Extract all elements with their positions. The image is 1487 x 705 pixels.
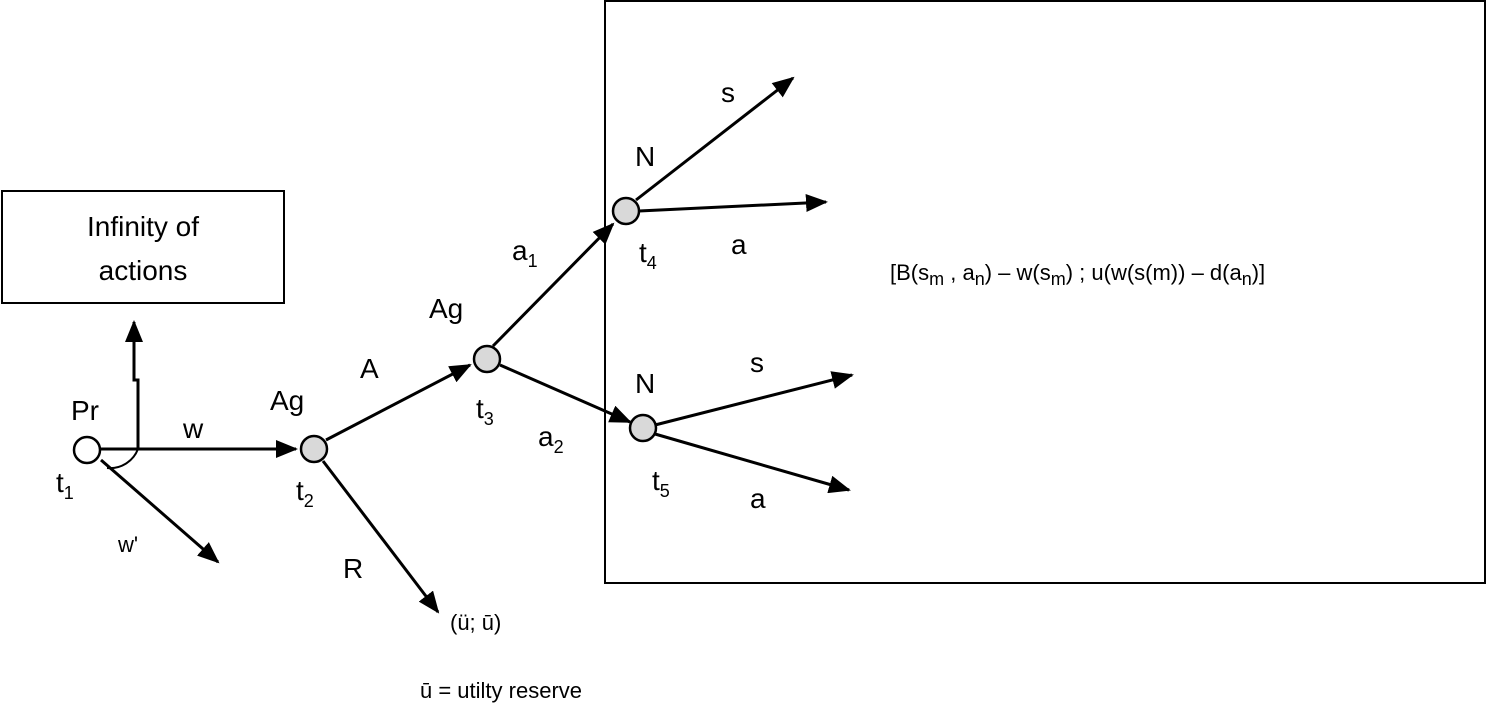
infinity-box-line2: actions xyxy=(99,255,188,286)
node-t3 xyxy=(472,344,502,374)
node-t4-time: t4 xyxy=(639,237,657,273)
node-t2-time: t2 xyxy=(296,475,314,511)
node-t5-time: t5 xyxy=(652,465,670,501)
infinity-box-line1: Infinity of xyxy=(87,211,199,242)
edge-infinity-up xyxy=(125,320,143,449)
node-t5 xyxy=(628,413,658,443)
edge-label-w-prime: w' xyxy=(117,532,138,557)
edge-w-prime xyxy=(100,458,220,564)
node-t3-player: Ag xyxy=(429,293,463,324)
edge-label-w: w xyxy=(182,413,204,444)
angle-arc xyxy=(106,448,139,470)
edge-a1 xyxy=(491,222,615,348)
payoff-frame xyxy=(604,0,1486,584)
edge-label-A: A xyxy=(360,353,379,384)
node-t2-player: Ag xyxy=(270,385,304,416)
edge-label-t5-s: s xyxy=(750,347,764,378)
infinity-actions-box xyxy=(1,190,285,304)
node-t3-time: t3 xyxy=(476,393,494,429)
node-pr-time: t1 xyxy=(56,467,74,503)
edge-t4-s xyxy=(635,76,795,202)
edge-R xyxy=(321,460,440,614)
edge-t5-a xyxy=(654,432,851,494)
reserve-payoff: (ü; ū) xyxy=(450,610,501,635)
edge-label-R: R xyxy=(343,553,363,584)
node-t4 xyxy=(611,196,641,226)
edge-label-t5-a: a xyxy=(750,483,766,514)
edge-t4-a xyxy=(638,193,828,213)
edge-label-a2: a2 xyxy=(538,421,564,457)
footnote: ū = utilty reserve xyxy=(420,678,582,703)
node-t5-player: N xyxy=(635,368,655,399)
payoff-formula: [B(sm , an) – w(sm) ; u(w(s(m)) – d(an)] xyxy=(890,260,1265,289)
edge-label-a1: a1 xyxy=(512,235,538,271)
edge-a2 xyxy=(499,363,632,424)
node-pr-player: Pr xyxy=(71,395,99,426)
edge-label-t4-a: a xyxy=(731,229,747,260)
node-t2 xyxy=(299,434,329,464)
node-pr xyxy=(72,435,102,465)
edge-label-t4-s: s xyxy=(721,77,735,108)
edge-t5-s xyxy=(654,371,854,427)
edge-A xyxy=(325,363,472,442)
node-t4-player: N xyxy=(635,141,655,172)
